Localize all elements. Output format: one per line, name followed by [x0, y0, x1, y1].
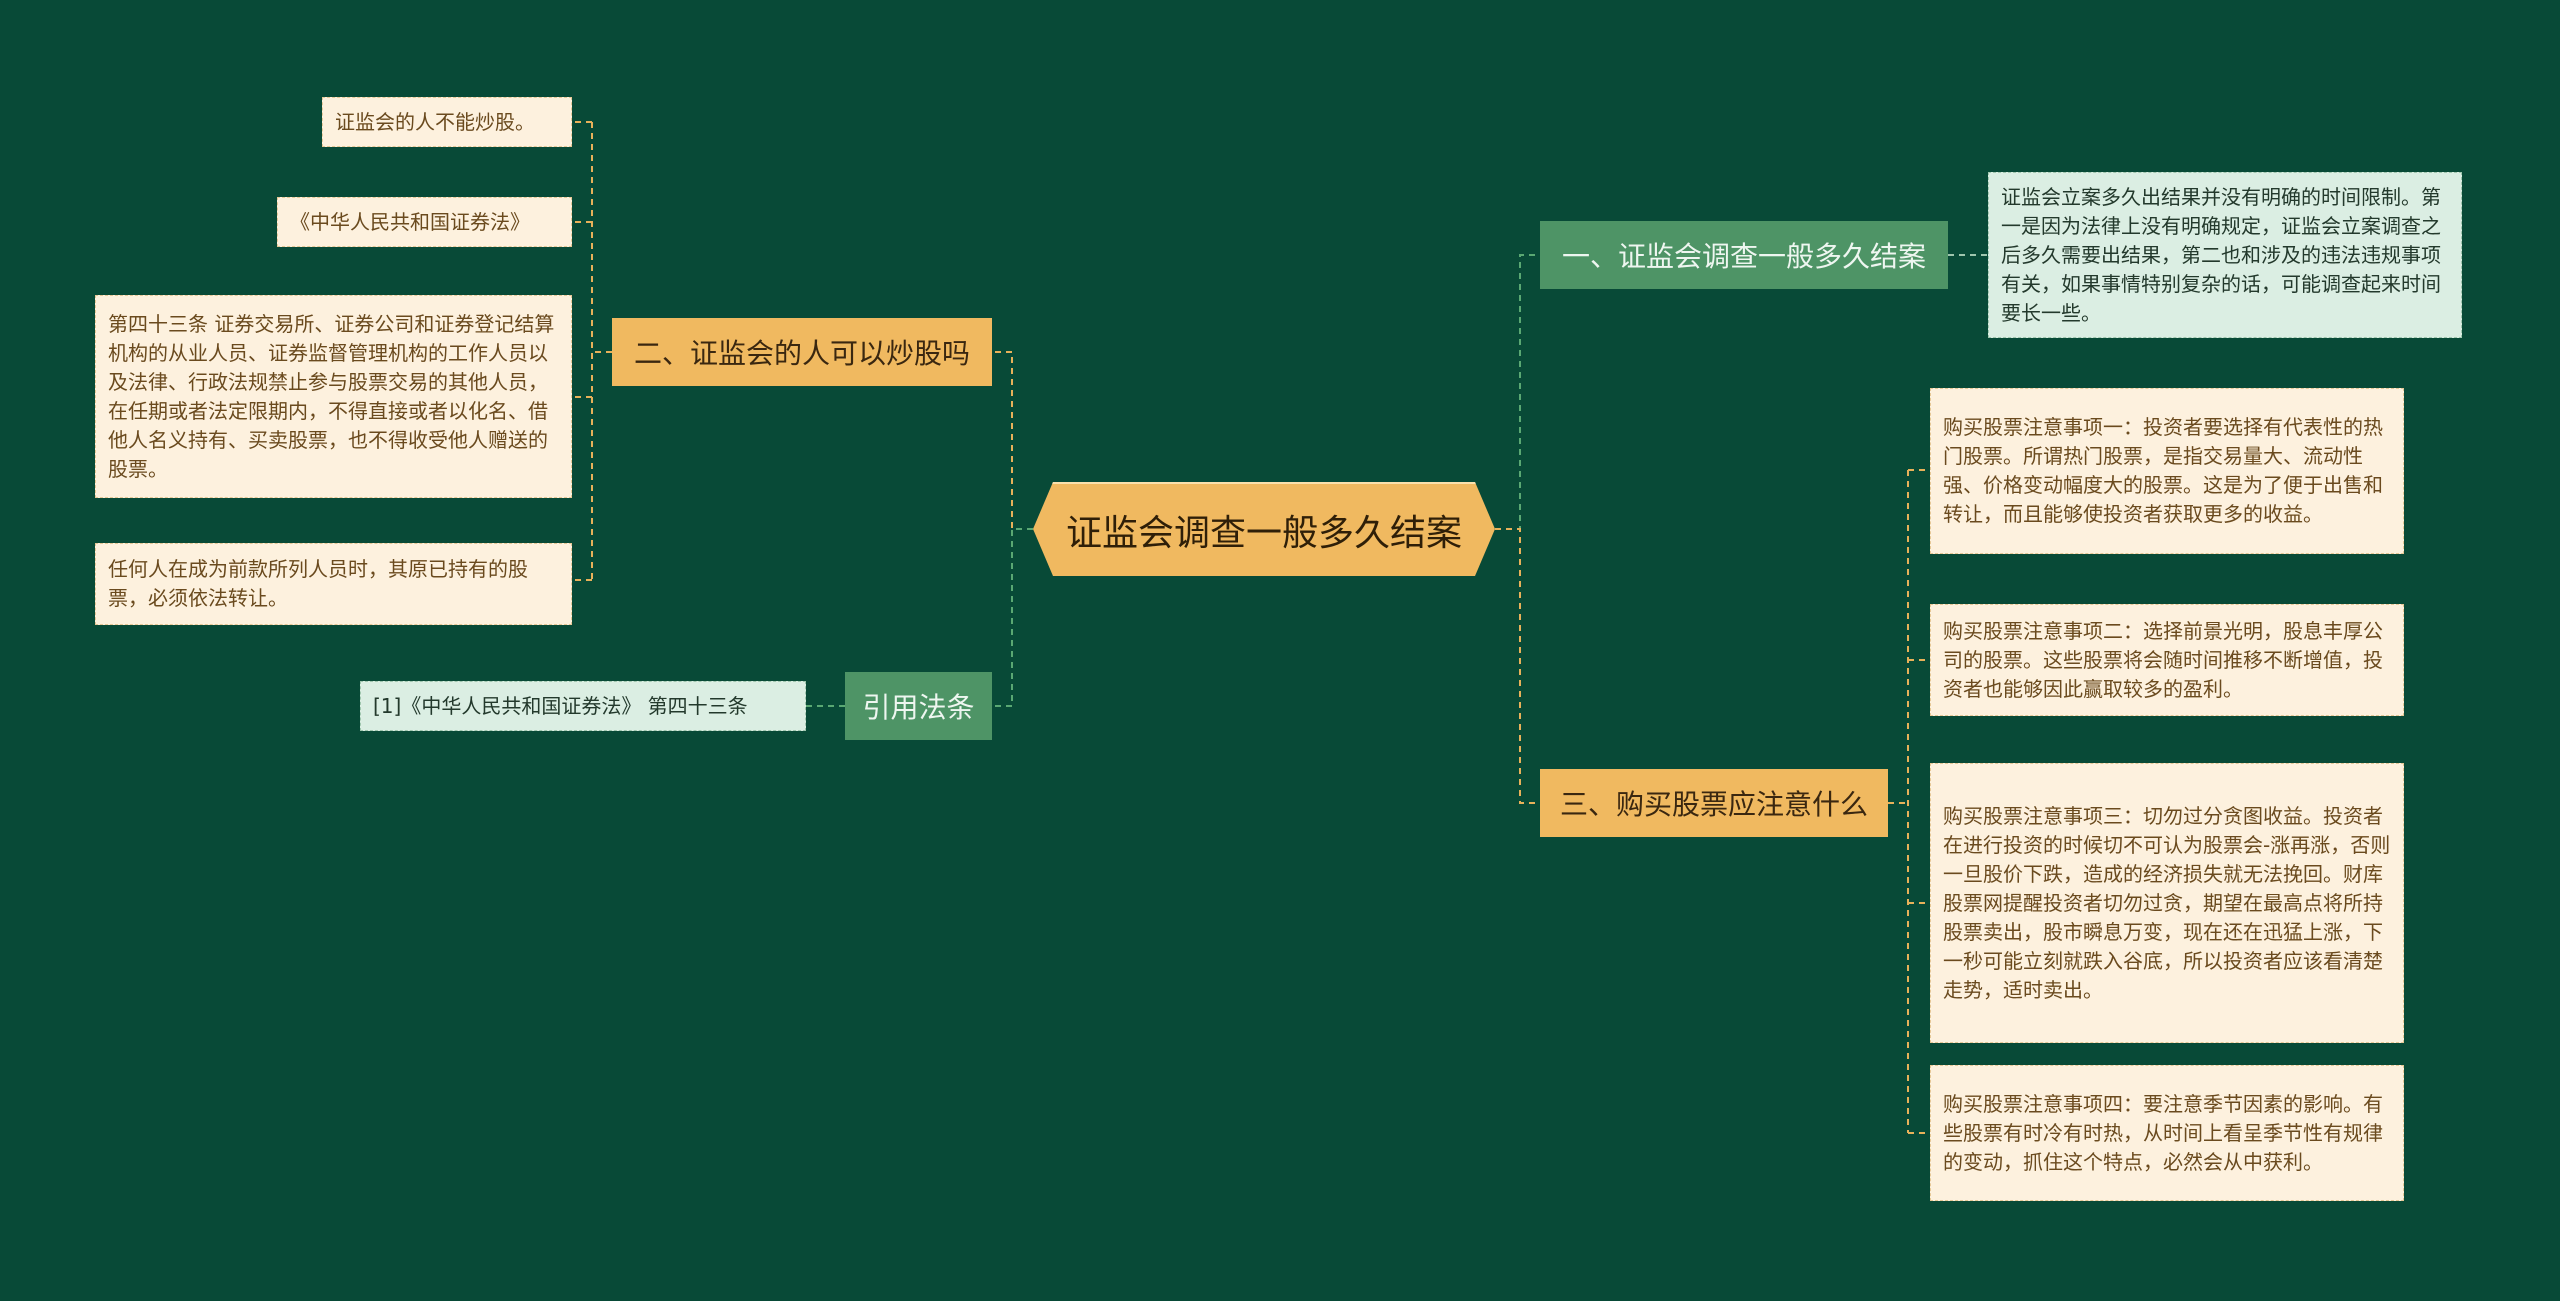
link-root-right1	[1495, 254, 1540, 530]
link-left2-items	[572, 121, 612, 581]
root-topic-label: 证监会调查一般多久结案	[1065, 513, 1462, 554]
branch-stock-buying-tips-label: 三、购买股票应注意什么	[1559, 788, 1868, 821]
link-root-cite	[992, 528, 1033, 707]
branch-can-staff-trade-stocks-label: 二、证监会的人可以炒股吗	[633, 337, 970, 370]
branch-stock-buying-tips[interactable]: 三、购买股票应注意什么	[1540, 769, 1888, 837]
link-root-left2	[992, 351, 1033, 530]
link-root-right3	[1495, 528, 1540, 804]
leaf-tip-3: 购买股票注意事项三：切勿过分贪图收益。投资者在进行投资的时候切不可认为股票会-涨…	[1930, 763, 2404, 1043]
leaf-article-43-transfer: 任何人在成为前款所列人员时，其原已持有的股票，必须依法转让。	[95, 543, 572, 625]
leaf-cited-law-reference: [1]《中华人民共和国证券法》 第四十三条	[360, 681, 806, 731]
root-topic[interactable]: 证监会调查一般多久结案	[1033, 482, 1495, 576]
leaf-securities-law-title: 《中华人民共和国证券法》	[277, 197, 572, 247]
branch-cited-law[interactable]: 引用法条	[845, 672, 992, 740]
leaf-staff-cannot-trade: 证监会的人不能炒股。	[322, 97, 572, 147]
branch-can-staff-trade-stocks[interactable]: 二、证监会的人可以炒股吗	[612, 318, 992, 386]
leaf-tip-2: 购买股票注意事项二：选择前景光明，股息丰厚公司的股票。这些股票将会随时间推移不断…	[1930, 604, 2404, 716]
leaf-tip-4: 购买股票注意事项四：要注意季节因素的影响。有些股票有时冷有时热，从时间上看呈季节…	[1930, 1065, 2404, 1201]
branch-investigation-duration[interactable]: 一、证监会调查一般多久结案	[1540, 221, 1948, 289]
branch-cited-law-label: 引用法条	[862, 691, 975, 724]
link-right3-items	[1888, 469, 1930, 1134]
leaf-investigation-duration-text: 证监会立案多久出结果并没有明确的时间限制。第一是因为法律上没有明确规定，证监会立…	[1988, 172, 2462, 338]
branch-investigation-duration-label: 一、证监会调查一般多久结案	[1561, 240, 1926, 273]
leaf-article-43: 第四十三条 证券交易所、证券公司和证券登记结算机构的从业人员、证券监督管理机构的…	[95, 295, 572, 498]
leaf-tip-1: 购买股票注意事项一：投资者要选择有代表性的热门股票。所谓热门股票，是指交易量大、…	[1930, 388, 2404, 554]
